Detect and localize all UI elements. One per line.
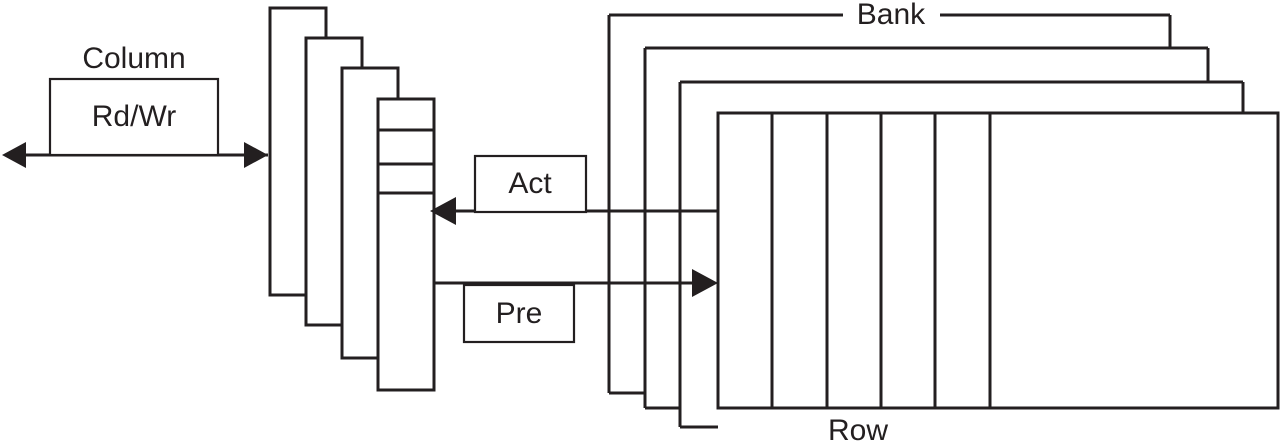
- column-stack: [268, 6, 436, 392]
- act-box: [473, 154, 588, 214]
- pre-arrowhead: [692, 269, 718, 297]
- column-label: Column: [82, 42, 185, 75]
- data-bus: [2, 77, 268, 168]
- bank-label: Bank: [857, 0, 926, 31]
- bus-left-arrowhead: [2, 142, 26, 168]
- column-layer-1-front: [376, 97, 436, 392]
- bank-stack: [607, 13, 1280, 429]
- bank-layer-2: [678, 80, 1245, 429]
- act-arrowhead: [430, 197, 456, 225]
- pre-path: [434, 269, 718, 344]
- row-label: Row: [828, 414, 888, 447]
- pre-box: [462, 283, 576, 344]
- bank-layer-4: [607, 13, 1172, 395]
- rd-wr-label: Rd/Wr: [92, 100, 176, 133]
- pre-label: Pre: [496, 297, 543, 330]
- bank-front-body: [716, 111, 1280, 410]
- bank-layer-3: [643, 46, 1210, 410]
- act-path: [430, 154, 718, 225]
- bus-right-arrowhead: [244, 142, 268, 168]
- act-label: Act: [508, 167, 552, 200]
- bank-layer-1-front: [716, 111, 1280, 410]
- rd-wr-box: [48, 77, 220, 157]
